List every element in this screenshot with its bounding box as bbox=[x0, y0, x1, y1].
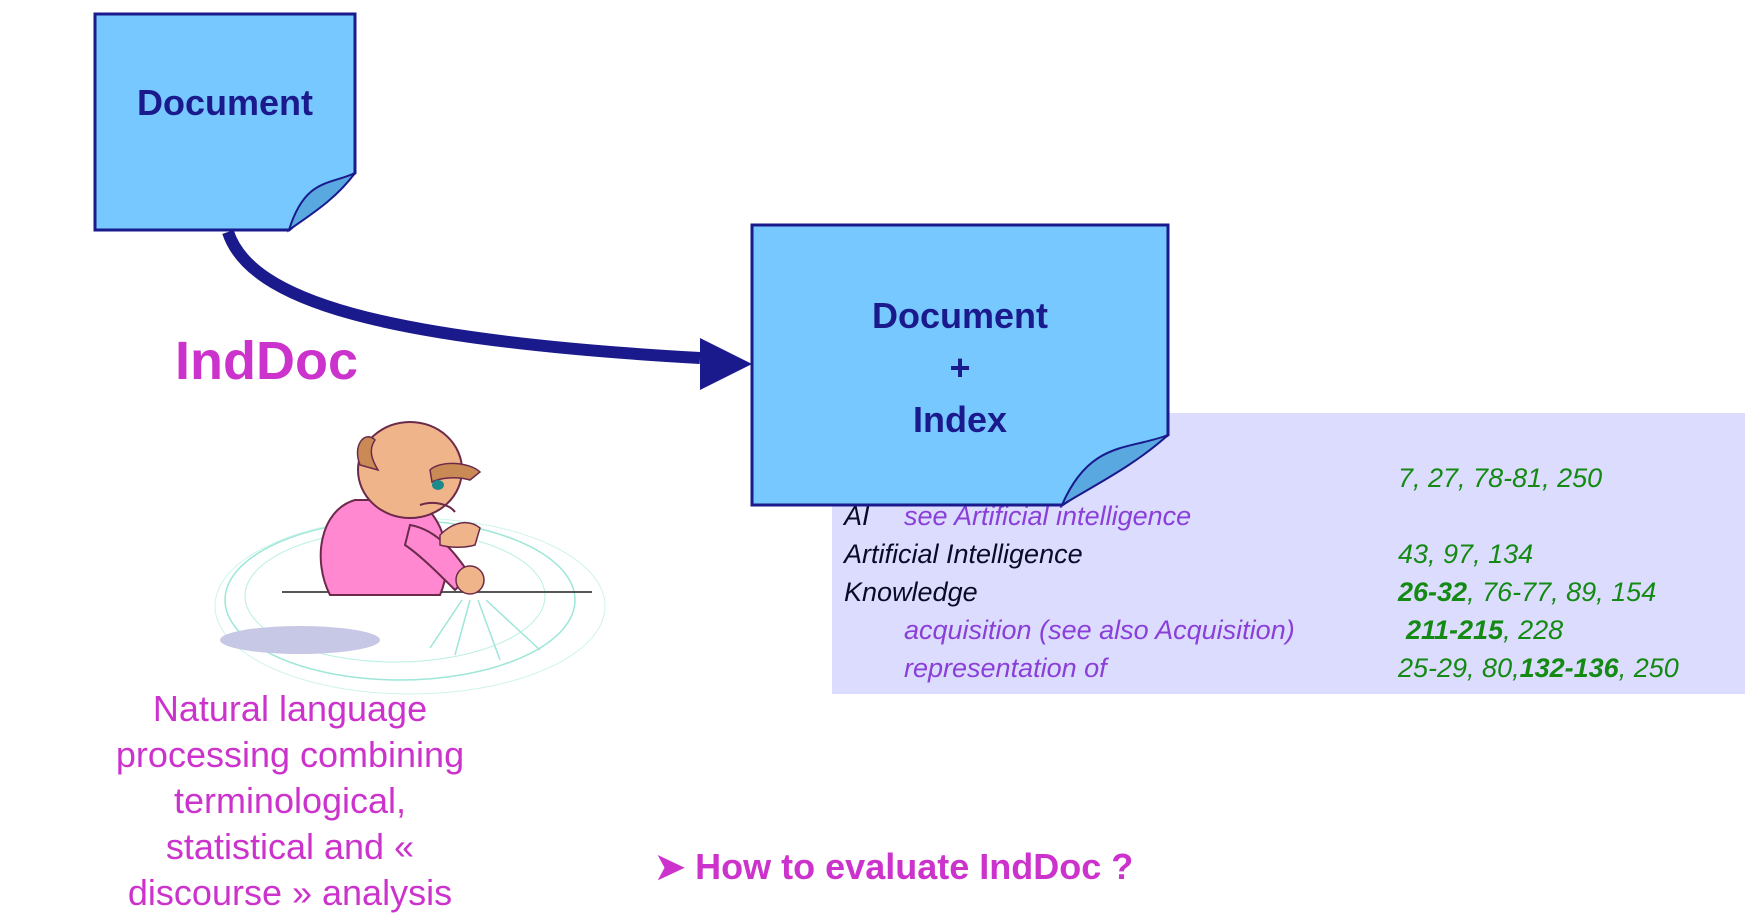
source-document-icon bbox=[93, 12, 357, 233]
index-pages-acquisition-rest: , 228 bbox=[1503, 615, 1564, 645]
output-document-icon bbox=[750, 223, 1170, 508]
index-subterm-representation: representation of bbox=[904, 653, 1107, 683]
index-subterm-acquisition: acquisition (see also Acquisition) bbox=[904, 615, 1295, 645]
arrow-bullet-icon: ➤ bbox=[655, 846, 696, 887]
output-document-label: Document + Index bbox=[752, 290, 1168, 446]
thinking-person-clipart bbox=[214, 421, 606, 695]
index-pages-acquisition-main: 211-215 bbox=[1406, 615, 1504, 645]
index-pages-knowledge-main: 26-32 bbox=[1398, 577, 1468, 607]
index-pages-artificial-intelligence: 43, 97, 134 bbox=[1398, 539, 1534, 569]
output-document-line2: + bbox=[949, 347, 971, 388]
output-document-line3: Index bbox=[912, 399, 1008, 440]
curved-arrow bbox=[222, 229, 752, 390]
index-pages-knowledge-rest: , 76-77, 89, 154 bbox=[1467, 577, 1657, 607]
index-pages-representation-main: 132-136 bbox=[1519, 653, 1619, 683]
source-document-label: Document bbox=[136, 82, 313, 123]
index-pages-knowledge: 26-32, 76-77, 89, 154 bbox=[1398, 577, 1656, 608]
index-pages-representation-pre: 25-29, 80, bbox=[1398, 653, 1520, 683]
index-panel: 7, 27, 78-81, 250 AI see Artificial inte… bbox=[832, 413, 1745, 694]
index-pages-representation: 25-29, 80,132-136, 250 bbox=[1398, 653, 1679, 684]
question-text: How to evaluate IndDoc ? bbox=[695, 846, 1134, 887]
index-term-knowledge: Knowledge bbox=[844, 577, 978, 607]
index-term-artificial-intelligence: Artificial Intelligence bbox=[844, 539, 1083, 569]
index-pages-representation-rest: , 250 bbox=[1618, 653, 1679, 683]
index-entry-pages: 7, 27, 78-81, 250 bbox=[1398, 463, 1603, 493]
question-bullet: ➤ How to evaluate IndDoc ? bbox=[655, 846, 1133, 888]
caption: Natural language processing combining te… bbox=[115, 688, 465, 913]
output-document-line1: Document bbox=[871, 295, 1048, 336]
tool-name: IndDoc bbox=[175, 331, 358, 391]
index-pages-acquisition: 211-215, 228 bbox=[1406, 615, 1563, 646]
diagram-canvas bbox=[93, 12, 1170, 695]
